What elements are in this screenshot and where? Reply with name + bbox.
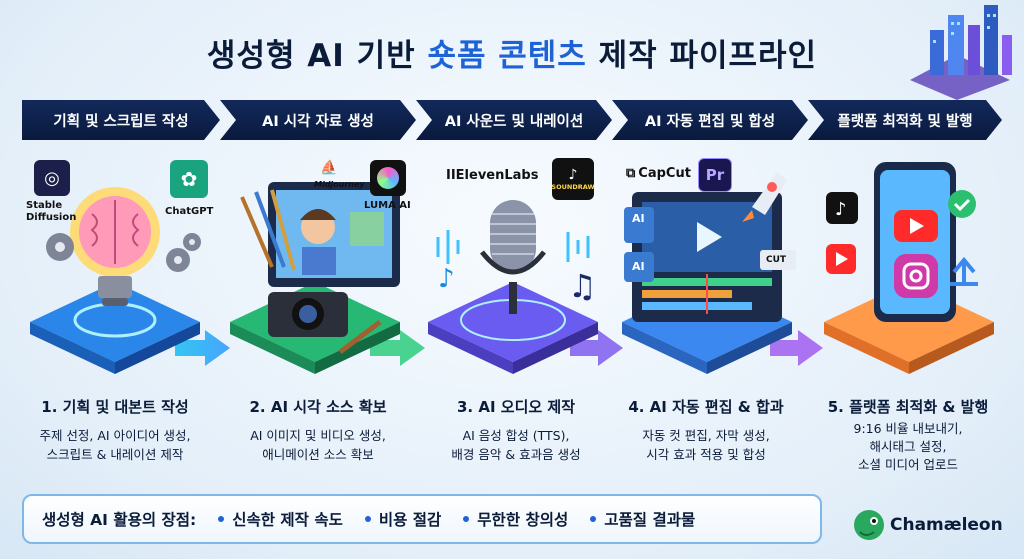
page-title: 생성형 AI 기반 숏폼 콘텐츠 제작 파이프라인 <box>0 30 1024 75</box>
microphone-icon: ♪ ♫ <box>428 200 598 374</box>
step-1-desc: 주제 선정, AI 아이디어 생성, 스크립트 & 내레이션 제작 <box>15 426 215 464</box>
stage-1-illustration <box>20 152 210 382</box>
step-2-desc-line-1: AI 이미지 및 비디오 생성, <box>250 428 386 443</box>
stable-diffusion-logo: ◎ <box>34 160 70 196</box>
step-5-desc: 9:16 비율 내보내기, 해시태그 설정, 소셜 미디어 업로드 <box>808 420 1008 474</box>
brand-logo: Chamæleon <box>852 508 1003 542</box>
pipeline-header-2: AI 시각 자료 생성 <box>220 100 416 140</box>
benefits-bar: 생성형 AI 활용의 장점: 신속한 제작 속도 비용 절감 무한한 창의성 고… <box>22 494 822 544</box>
smartphone-icon: ♪ <box>824 162 994 374</box>
flow-arrows <box>175 330 823 366</box>
step-2-desc-line-2: 애니메이션 소스 확보 <box>262 447 374 462</box>
stage-5-illustration: ♪ <box>814 152 1004 382</box>
step-5-desc-line-3: 소셜 미디어 업로드 <box>858 457 958 472</box>
ai-tag-2: AI <box>632 260 645 273</box>
monitor-camera-icon <box>230 182 400 374</box>
benefit-item: 신속한 제작 속도 <box>218 508 343 530</box>
benefit-item-label: 신속한 제작 속도 <box>232 511 343 529</box>
bullet-icon <box>463 516 470 522</box>
capcut-glyph-icon: ⧉ <box>626 166 636 181</box>
city-server-illustration <box>910 5 1012 100</box>
step-1-title: 1. 기획 및 대본트 작성 <box>41 398 189 416</box>
title-suffix: 제작 파이프라인 <box>586 38 818 74</box>
step-5-title: 5. 플랫폼 최적화 & 발행 <box>827 398 989 416</box>
step-4-desc: 자동 컷 편집, 자막 생성, 시각 효과 적용 및 합성 <box>606 426 806 464</box>
benefit-item: 고품질 결과물 <box>590 508 695 530</box>
title-highlight: 숏폼 콘텐츠 <box>427 38 587 74</box>
stage-3-illustration: ♪ ♫ <box>418 152 608 382</box>
step-3-title: 3. AI 오디오 제작 <box>457 398 575 416</box>
benefit-item: 비용 절감 <box>364 508 442 530</box>
soundraw-label: SOUNDRAW <box>551 183 595 191</box>
flow-arrow-3 <box>570 330 623 366</box>
step-1-desc-line-1: 주제 선정, AI 아이디어 생성, <box>39 428 191 443</box>
svg-text:♫: ♫ <box>568 267 597 305</box>
benefit-item-label: 비용 절감 <box>378 511 442 529</box>
benefit-item: 무한한 창의성 <box>463 508 568 530</box>
step-5-desc-line-2: 해시태그 설정, <box>869 439 947 454</box>
flow-arrow-1 <box>175 330 230 366</box>
step-2-desc: AI 이미지 및 비디오 생성, 애니메이션 소스 확보 <box>218 426 418 464</box>
ai-tag-1: AI <box>632 212 645 225</box>
soundraw-glyph-icon: ♪ <box>568 167 578 183</box>
stable-diffusion-label: Stable Diffusion <box>26 200 77 223</box>
title-prefix: 생성형 AI 기반 <box>206 38 428 74</box>
bullet-icon <box>364 516 371 522</box>
benefit-item-label: 무한한 창의성 <box>477 511 569 529</box>
chameleon-icon <box>854 510 884 540</box>
step-1-desc-line-2: 스크립트 & 내레이션 제작 <box>46 447 184 462</box>
pipeline-header-3: AI 사운드 및 내레이션 <box>416 100 612 140</box>
video-editor-icon <box>622 172 796 374</box>
soundraw-logo: ♪ SOUNDRAW <box>551 158 595 200</box>
step-3-desc-line-1: AI 음성 합성 (TTS), <box>462 428 570 443</box>
elevenlabs-label: IIElevenLabs <box>446 168 539 183</box>
pipeline-header-1: 기획 및 스크립트 작성 <box>22 100 220 140</box>
flow-arrow-2 <box>370 330 425 366</box>
capcut-logo: ⧉CapCut <box>626 166 691 181</box>
benefits-label: 생성형 AI 활용의 장점: <box>42 511 197 529</box>
step-3-desc: AI 음성 합성 (TTS), 배경 음악 & 효과음 생성 <box>416 426 616 464</box>
chatgpt-label: ChatGPT <box>165 206 214 217</box>
svg-text:♪: ♪ <box>438 264 455 294</box>
chatgpt-logo: ✿ <box>170 160 208 198</box>
luma-ai-logo <box>370 160 406 196</box>
premiere-pro-logo: Pr <box>698 158 732 192</box>
cut-tag: CUT <box>766 255 787 265</box>
lightbulb-brain-icon <box>30 187 201 374</box>
midjourney-logo: ⛵ <box>320 160 338 176</box>
svg-text:♪: ♪ <box>835 199 847 220</box>
midjourney-label: Midjourney <box>314 180 365 189</box>
pipeline-header-5: 플랫폼 최적화 및 발행 <box>808 100 1002 140</box>
step-4-desc-line-2: 시각 효과 적용 및 합성 <box>646 447 766 462</box>
flow-arrow-4 <box>770 330 823 366</box>
bullet-icon <box>590 516 597 522</box>
step-2-title: 2. AI 시각 소스 확보 <box>249 398 387 416</box>
stage-4-illustration <box>612 152 802 382</box>
capcut-label: CapCut <box>638 166 691 181</box>
step-3-desc-line-2: 배경 음악 & 효과음 생성 <box>451 447 581 462</box>
pipeline-header-4: AI 자동 편집 및 합성 <box>612 100 808 140</box>
step-4-title: 4. AI 자동 편집 & 합과 <box>628 398 784 416</box>
brand-name: Chamæleon <box>890 515 1003 535</box>
benefit-item-label: 고품질 결과물 <box>604 511 696 529</box>
step-5-desc-line-1: 9:16 비율 내보내기, <box>853 421 963 436</box>
step-4-desc-line-1: 자동 컷 편집, 자막 생성, <box>642 428 770 443</box>
pipeline-header-bar: 기획 및 스크립트 작성 AI 시각 자료 생성 AI 사운드 및 내레이션 A… <box>22 100 1002 140</box>
luma-ai-label: LUMA AI <box>364 200 411 211</box>
bullet-icon <box>218 516 225 522</box>
stage-2-illustration <box>220 152 410 382</box>
